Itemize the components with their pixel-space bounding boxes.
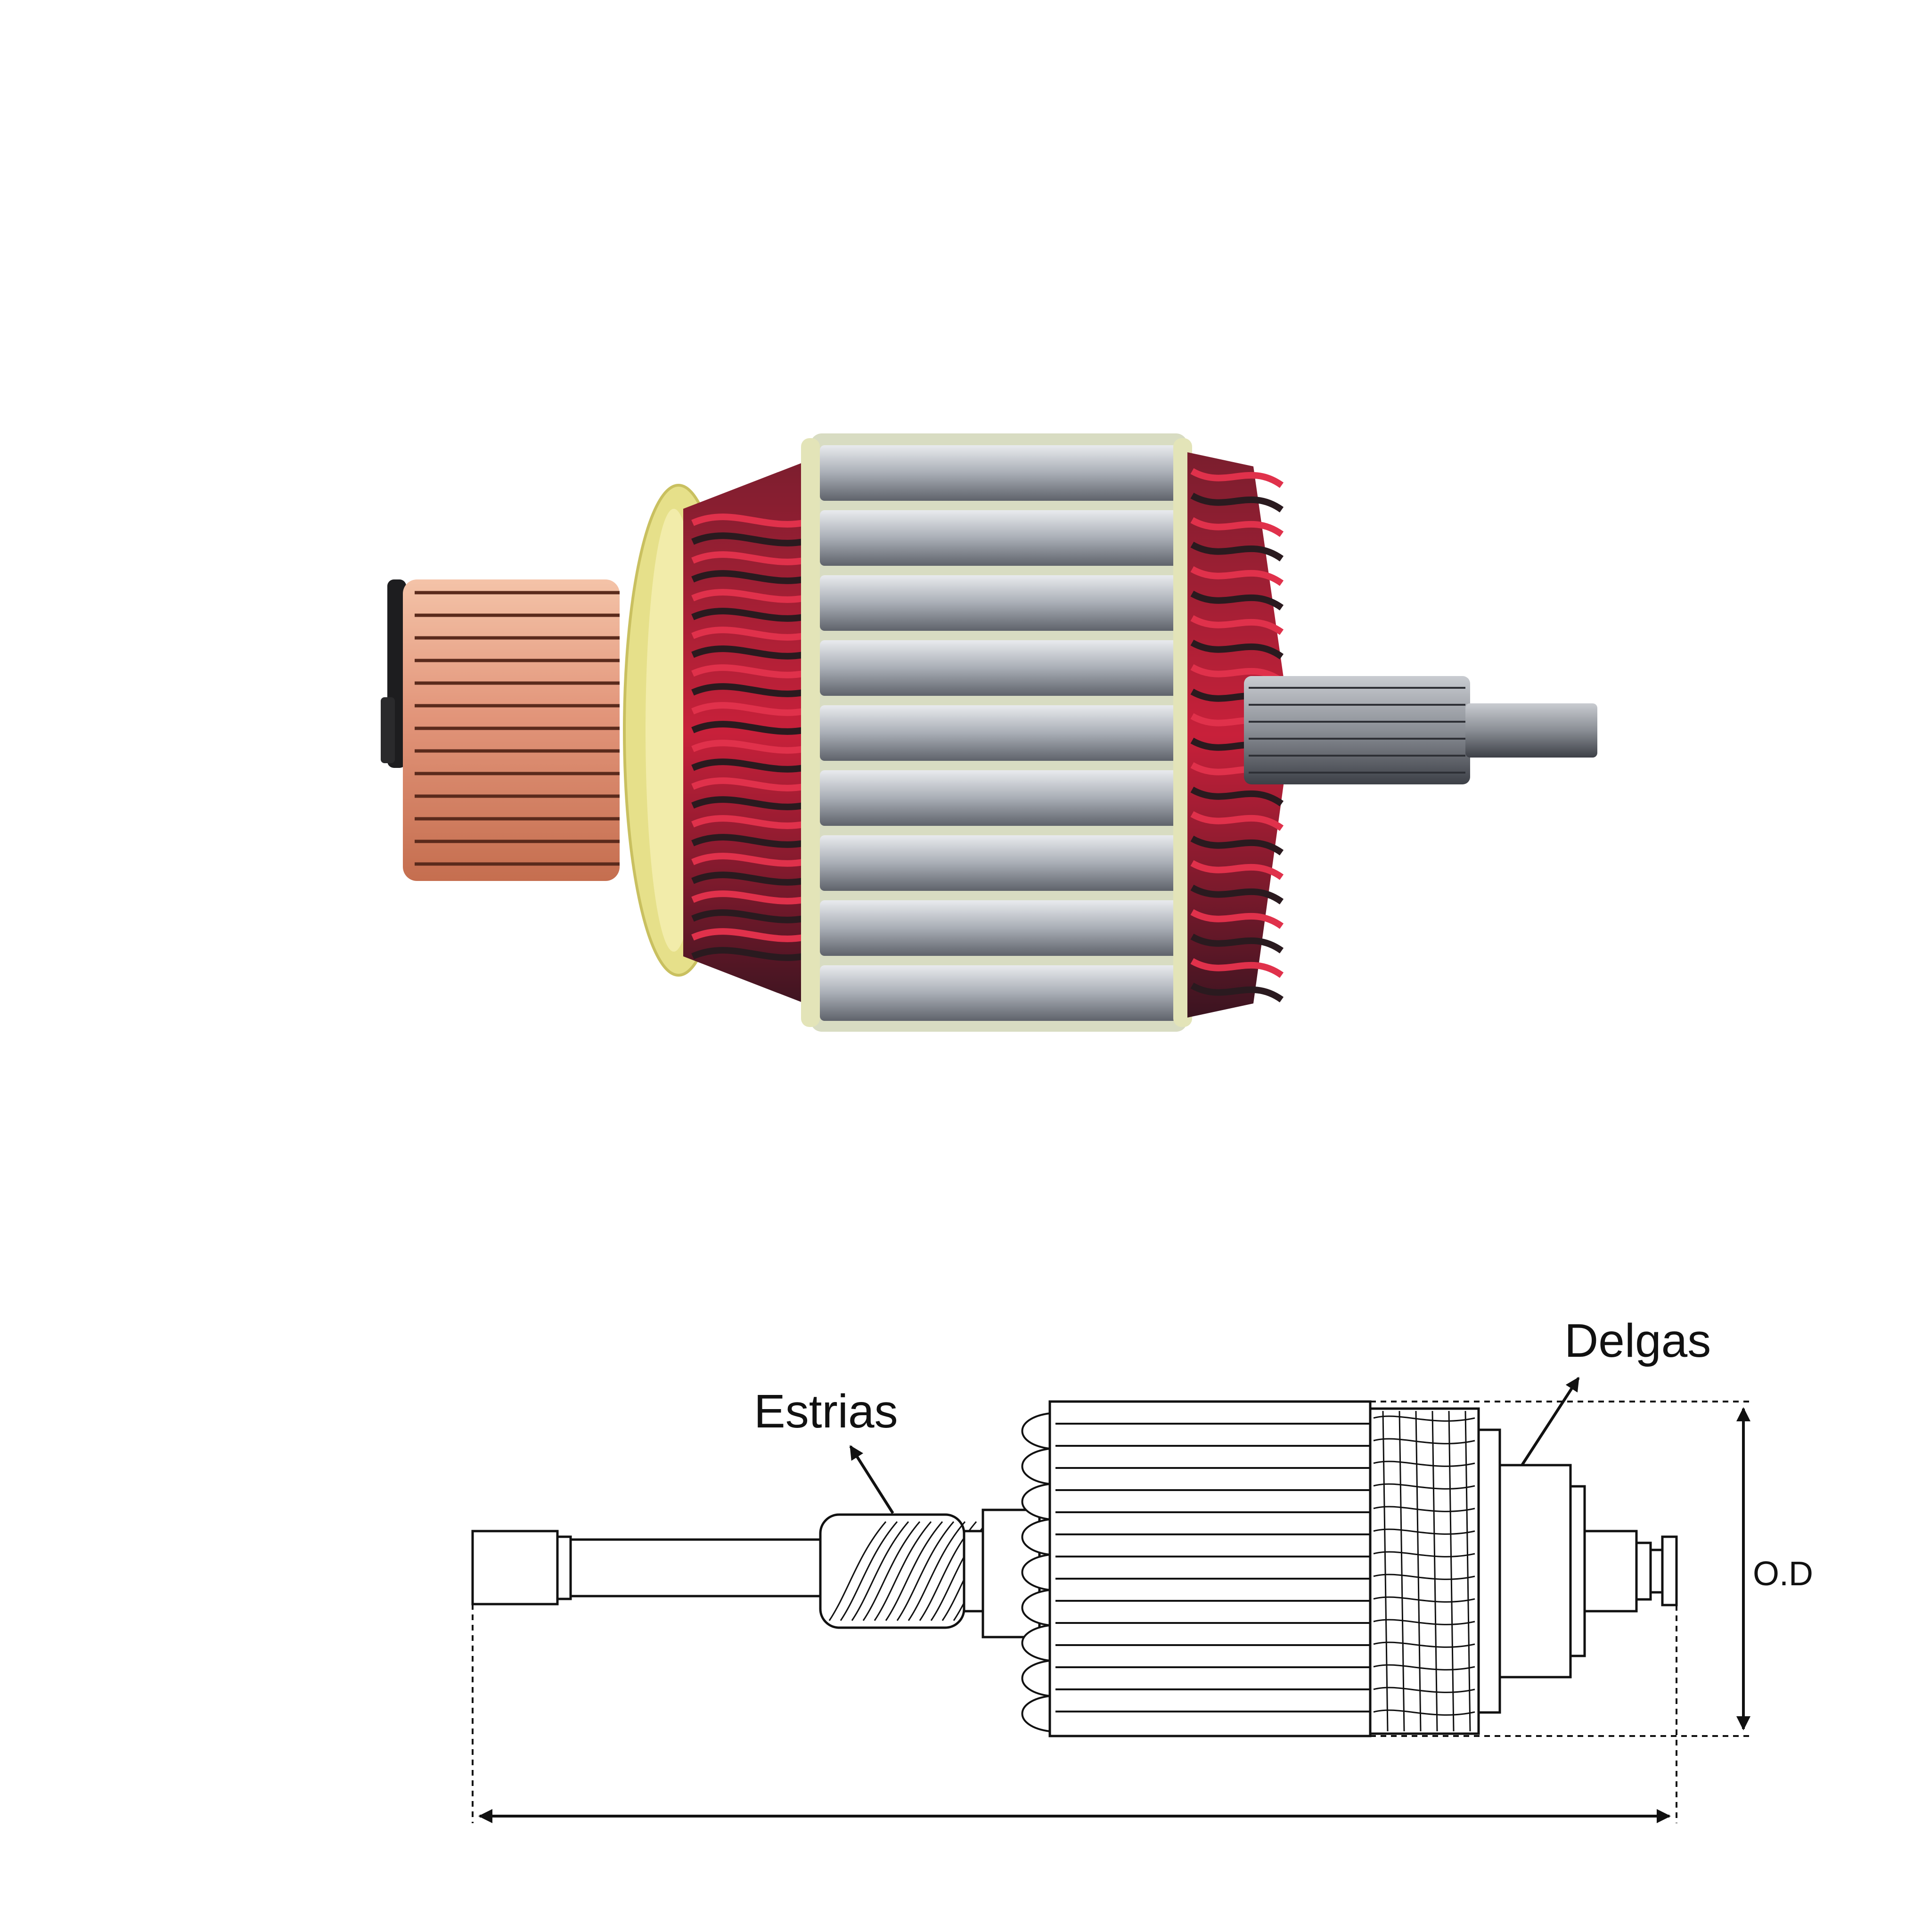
lamination-segment [820,835,1178,891]
winding-wire [1190,933,1284,954]
spline-hatch-line [828,1521,887,1621]
end-winding-bump [1021,1624,1050,1662]
spline-hatch-line [908,1521,966,1621]
winding-wire [1190,982,1284,1003]
winding-wire [1190,639,1284,660]
lamination-segment [820,965,1178,1021]
spline-hatch-line [885,1521,943,1621]
winding-wire [1190,884,1284,905]
label-delgas: Delgas [1564,1314,1711,1367]
core-laminations [1055,1423,1370,1712]
label-od: O.D [1753,1555,1813,1593]
armature-photo [381,433,1597,1032]
winding-wires-right [1190,468,1284,1003]
winding-wire [1190,909,1284,929]
winding-wire [1190,615,1284,635]
commutator-winding-pattern [1373,1410,1475,1732]
end-winding-bump [1021,1483,1050,1520]
winding-wire [1190,541,1284,562]
winding-divider [1431,1410,1438,1732]
shaft-splined [1244,676,1470,784]
winding-divider [1415,1410,1422,1732]
spline-hatch-line [840,1521,898,1621]
end-winding-bump [1021,1589,1050,1626]
label-estrias: Estrias [754,1385,898,1438]
winding-wire [1190,860,1284,880]
spline-hatch-line [874,1521,932,1621]
spline-hatch-line [862,1521,921,1621]
commutator-bars [415,591,620,866]
winding-divider [1382,1410,1389,1732]
estrias-leader [849,1445,894,1514]
end-winding-bump [1021,1695,1050,1732]
winding-stroke [1373,1641,1475,1648]
winding-wire [1190,566,1284,586]
lamination-bars [820,445,1178,1021]
commutator-copper [403,579,620,881]
shaft-end-block [471,1530,559,1606]
winding-stroke [1373,1596,1475,1603]
winding-wire [1190,811,1284,831]
shaft-splines [1249,687,1465,774]
commutator-windings [1369,1407,1480,1735]
spline-hatch-line [896,1521,955,1621]
winding-stroke [1373,1619,1475,1625]
lamination-segment [820,510,1178,566]
winding-wire [1190,664,1284,684]
winding-wire [1190,492,1284,513]
dimension-lines [472,1377,1753,1823]
shaft-body [569,1538,822,1598]
lamination-segment [820,770,1178,826]
delgas-leader [1521,1377,1580,1466]
winding-wire [1190,786,1284,807]
winding-divider [1464,1410,1471,1732]
lamination-segment [820,640,1178,696]
winding-wire [1190,958,1284,978]
commutator-pin [381,697,395,763]
winding-divider [1448,1410,1455,1732]
shaft-tip [1465,703,1597,758]
end-winding-bump [1021,1448,1050,1485]
end-winding-bump [1021,1554,1050,1591]
winding-stroke [1373,1687,1475,1693]
end-winding-bump [1021,1518,1050,1556]
winding-divider [1398,1410,1405,1732]
lamination-segment [820,705,1178,761]
end-winding-bump [1021,1412,1050,1450]
lamination-segment [820,900,1178,956]
windings-right [1187,452,1291,1018]
winding-wire [1190,517,1284,537]
core-outline [1048,1400,1372,1737]
commutator-delgas [1498,1464,1572,1679]
winding-wire [1190,835,1284,856]
armature-diagram [471,1400,1678,1737]
lamination-segment [820,575,1178,631]
winding-stroke [1373,1709,1475,1716]
spline-hatch-line [851,1521,909,1621]
end-winding-bump [1021,1660,1050,1697]
end-windings-left [1021,1412,1050,1732]
winding-wire [1190,468,1284,488]
winding-wire [1190,590,1284,611]
lamination-segment [820,445,1178,501]
winding-stroke [1373,1664,1475,1671]
